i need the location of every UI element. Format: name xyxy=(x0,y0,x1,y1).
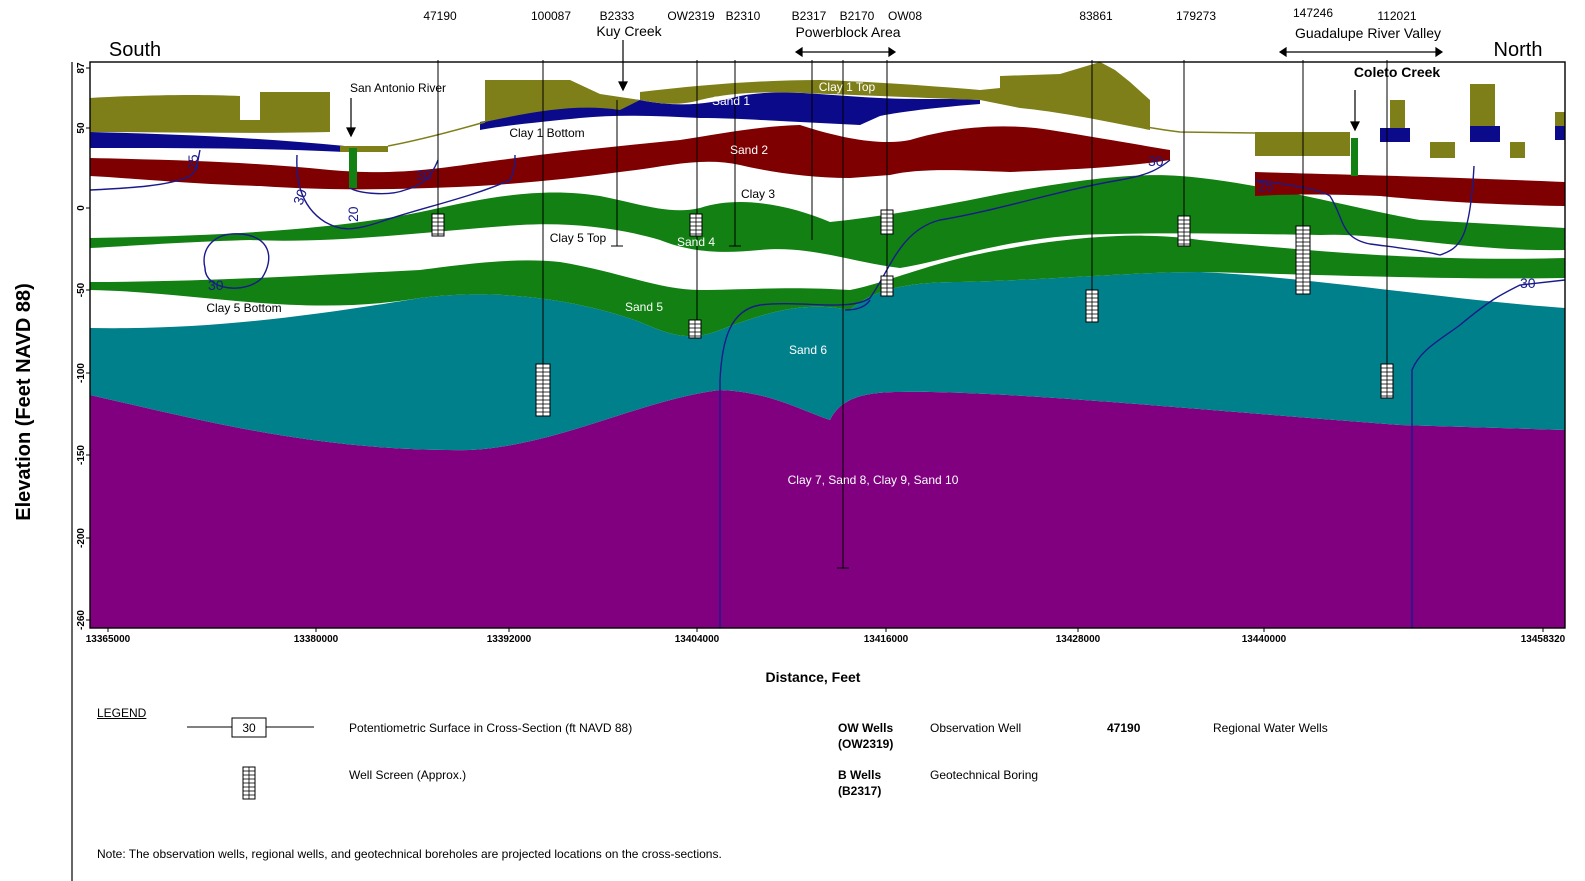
well-screens xyxy=(431,209,1394,417)
legend-well-screen-icon xyxy=(242,766,256,800)
x-tick-label: 13404000 xyxy=(675,634,720,645)
well-screen xyxy=(880,275,894,297)
well-label: 179273 xyxy=(1176,9,1216,23)
ground-surface-line xyxy=(387,99,1256,147)
contour-label: 30 xyxy=(1520,275,1536,291)
well-label: B2317 xyxy=(792,9,827,23)
legend-well-screen-glyph xyxy=(242,766,256,800)
x-axis-ticks: 13365000 13380000 13392000 13404000 13416000… xyxy=(86,628,1566,645)
feature-arrows xyxy=(346,40,1444,138)
contour-label: 30 xyxy=(1148,153,1164,169)
label-clay1-top: Clay 1 Top xyxy=(819,80,876,94)
feature-powerblock: Powerblock Area xyxy=(795,24,900,40)
contour-label: 25 xyxy=(185,154,201,170)
contour-label: 30 xyxy=(416,167,432,183)
feature-coleto: Coleto Creek xyxy=(1354,64,1441,80)
well-label: OW08 xyxy=(888,9,922,23)
label-clay3: Clay 3 xyxy=(741,187,775,201)
x-tick-label: 13428000 xyxy=(1056,634,1101,645)
x-tick-label: 13392000 xyxy=(487,634,532,645)
legend-graphics: 30 xyxy=(187,717,314,800)
well-screen xyxy=(431,213,445,237)
x-tick-label: 13440000 xyxy=(1242,634,1287,645)
layer-sand4 xyxy=(90,175,1565,268)
coleto-creek-marker xyxy=(1351,138,1358,176)
label-deep-layers: Clay 7, Sand 8, Clay 9, Sand 10 xyxy=(788,473,959,487)
well-screen xyxy=(535,363,551,417)
plot-frame xyxy=(89,61,1566,629)
potentiometric-contours xyxy=(89,149,1566,628)
well-label: B2310 xyxy=(726,9,761,23)
well-label: 100087 xyxy=(531,9,571,23)
layer-sand2 xyxy=(90,125,1565,206)
label-sand4: Sand 4 xyxy=(677,235,715,249)
well-label: 112021 xyxy=(1377,9,1416,23)
well-lines xyxy=(437,60,1388,569)
well-screen xyxy=(688,319,702,339)
x-axis-label: Distance, Feet xyxy=(766,669,861,685)
y-tick-label: -200 xyxy=(76,528,87,548)
labels: South North 47190 100087 B2333 OW2319 B2… xyxy=(13,6,1542,685)
label-sand6: Sand 6 xyxy=(789,343,827,357)
y-tick-label: -150 xyxy=(76,445,87,465)
well-screen xyxy=(689,213,703,237)
y-tick-label: 50 xyxy=(76,122,87,134)
y-tick-label: -50 xyxy=(76,282,87,297)
contour-label: 30 xyxy=(208,277,224,293)
direction-north: North xyxy=(1494,39,1543,61)
x-tick-label: 13416000 xyxy=(864,634,909,645)
contour-label: 25 xyxy=(1258,178,1274,194)
y-tick-label: -100 xyxy=(76,363,87,383)
label-clay1-bottom: Clay 1 Bottom xyxy=(509,126,584,140)
y-axis-ticks: 87 50 0 -50 -100 -150 -200 -260 xyxy=(76,62,90,630)
well-label: 47190 xyxy=(423,9,457,23)
layer-sand5 xyxy=(90,235,1565,337)
legend-contour-sample: 30 xyxy=(242,721,256,735)
well-label: B2333 xyxy=(600,9,635,23)
label-clay5-bottom: Clay 5 Bottom xyxy=(206,301,281,315)
label-clay5-top: Clay 5 Top xyxy=(550,231,607,245)
layer-deep xyxy=(90,390,1565,628)
well-screen xyxy=(880,209,894,235)
x-tick-label: 13380000 xyxy=(294,634,339,645)
well-screen xyxy=(1295,225,1311,295)
y-tick-label: 0 xyxy=(76,205,87,211)
contour-label: 20 xyxy=(345,206,361,222)
contour-label: 30 xyxy=(290,187,310,207)
y-axis-label: Elevation (Feet NAVD 88) xyxy=(13,283,35,520)
well-screen xyxy=(1085,289,1099,323)
feature-guadalupe: Guadalupe River Valley xyxy=(1295,25,1441,41)
well-label: 147246 xyxy=(1293,6,1333,20)
layer-sand1 xyxy=(90,92,1565,152)
label-sand2: Sand 2 xyxy=(730,143,768,157)
y-tick-label: -260 xyxy=(76,610,87,630)
well-label: 83861 xyxy=(1079,9,1113,23)
san-antonio-river-marker xyxy=(349,148,357,188)
well-screen xyxy=(1177,215,1191,247)
label-sand1: Sand 1 xyxy=(712,94,750,108)
layer-surface-clay xyxy=(90,62,1565,158)
y-tick-label: 87 xyxy=(76,62,87,74)
feature-kuy-creek: Kuy Creek xyxy=(596,23,662,39)
well-label: B2170 xyxy=(840,9,875,23)
layer-sand6 xyxy=(90,272,1565,451)
x-tick-label: 13458320 xyxy=(1521,634,1566,645)
direction-south: South xyxy=(109,39,161,61)
feature-san-antonio: San Antonio River xyxy=(350,81,446,95)
label-sand5: Sand 5 xyxy=(625,300,663,314)
x-tick-label: 13365000 xyxy=(86,634,131,645)
well-screen xyxy=(1380,363,1394,399)
well-label: OW2319 xyxy=(667,9,715,23)
